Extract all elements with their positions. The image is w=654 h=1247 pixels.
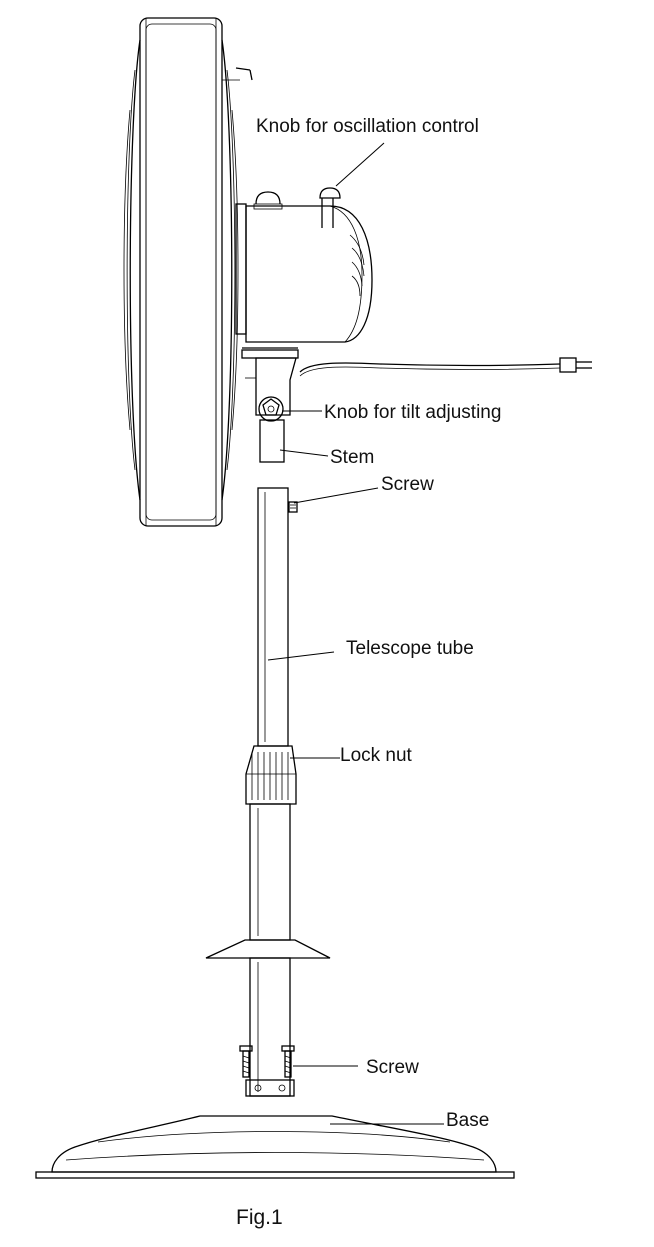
label-tilt-knob: Knob for tilt adjusting bbox=[324, 402, 501, 423]
label-base: Base bbox=[446, 1110, 489, 1131]
oscillation-knob-icon bbox=[319, 187, 341, 228]
telescope-tube bbox=[257, 487, 289, 747]
base bbox=[35, 1115, 515, 1179]
label-telescope-tube: Telescope tube bbox=[346, 638, 474, 659]
lower-tube bbox=[249, 803, 291, 941]
stem bbox=[259, 419, 285, 463]
lock-nut bbox=[245, 745, 297, 805]
bottom-screws-icon bbox=[239, 1045, 295, 1078]
top-screw-icon bbox=[288, 501, 298, 513]
leader-lines bbox=[267, 142, 444, 1125]
fan-guard bbox=[123, 17, 253, 527]
power-cord bbox=[299, 357, 592, 377]
label-oscillation-knob: Knob for oscillation control bbox=[256, 116, 479, 137]
label-lock-nut: Lock nut bbox=[340, 745, 413, 766]
bottom-tube bbox=[245, 957, 295, 1097]
label-stem: Stem bbox=[330, 447, 374, 468]
tilt-knob-icon bbox=[258, 396, 284, 422]
motor-housing bbox=[235, 191, 373, 343]
tilt-bracket bbox=[241, 347, 299, 416]
base-cover-flange bbox=[205, 939, 331, 959]
figure-caption: Fig.1 bbox=[236, 1206, 283, 1229]
label-screw-bottom: Screw bbox=[366, 1057, 419, 1078]
label-screw-top: Screw bbox=[381, 474, 434, 495]
